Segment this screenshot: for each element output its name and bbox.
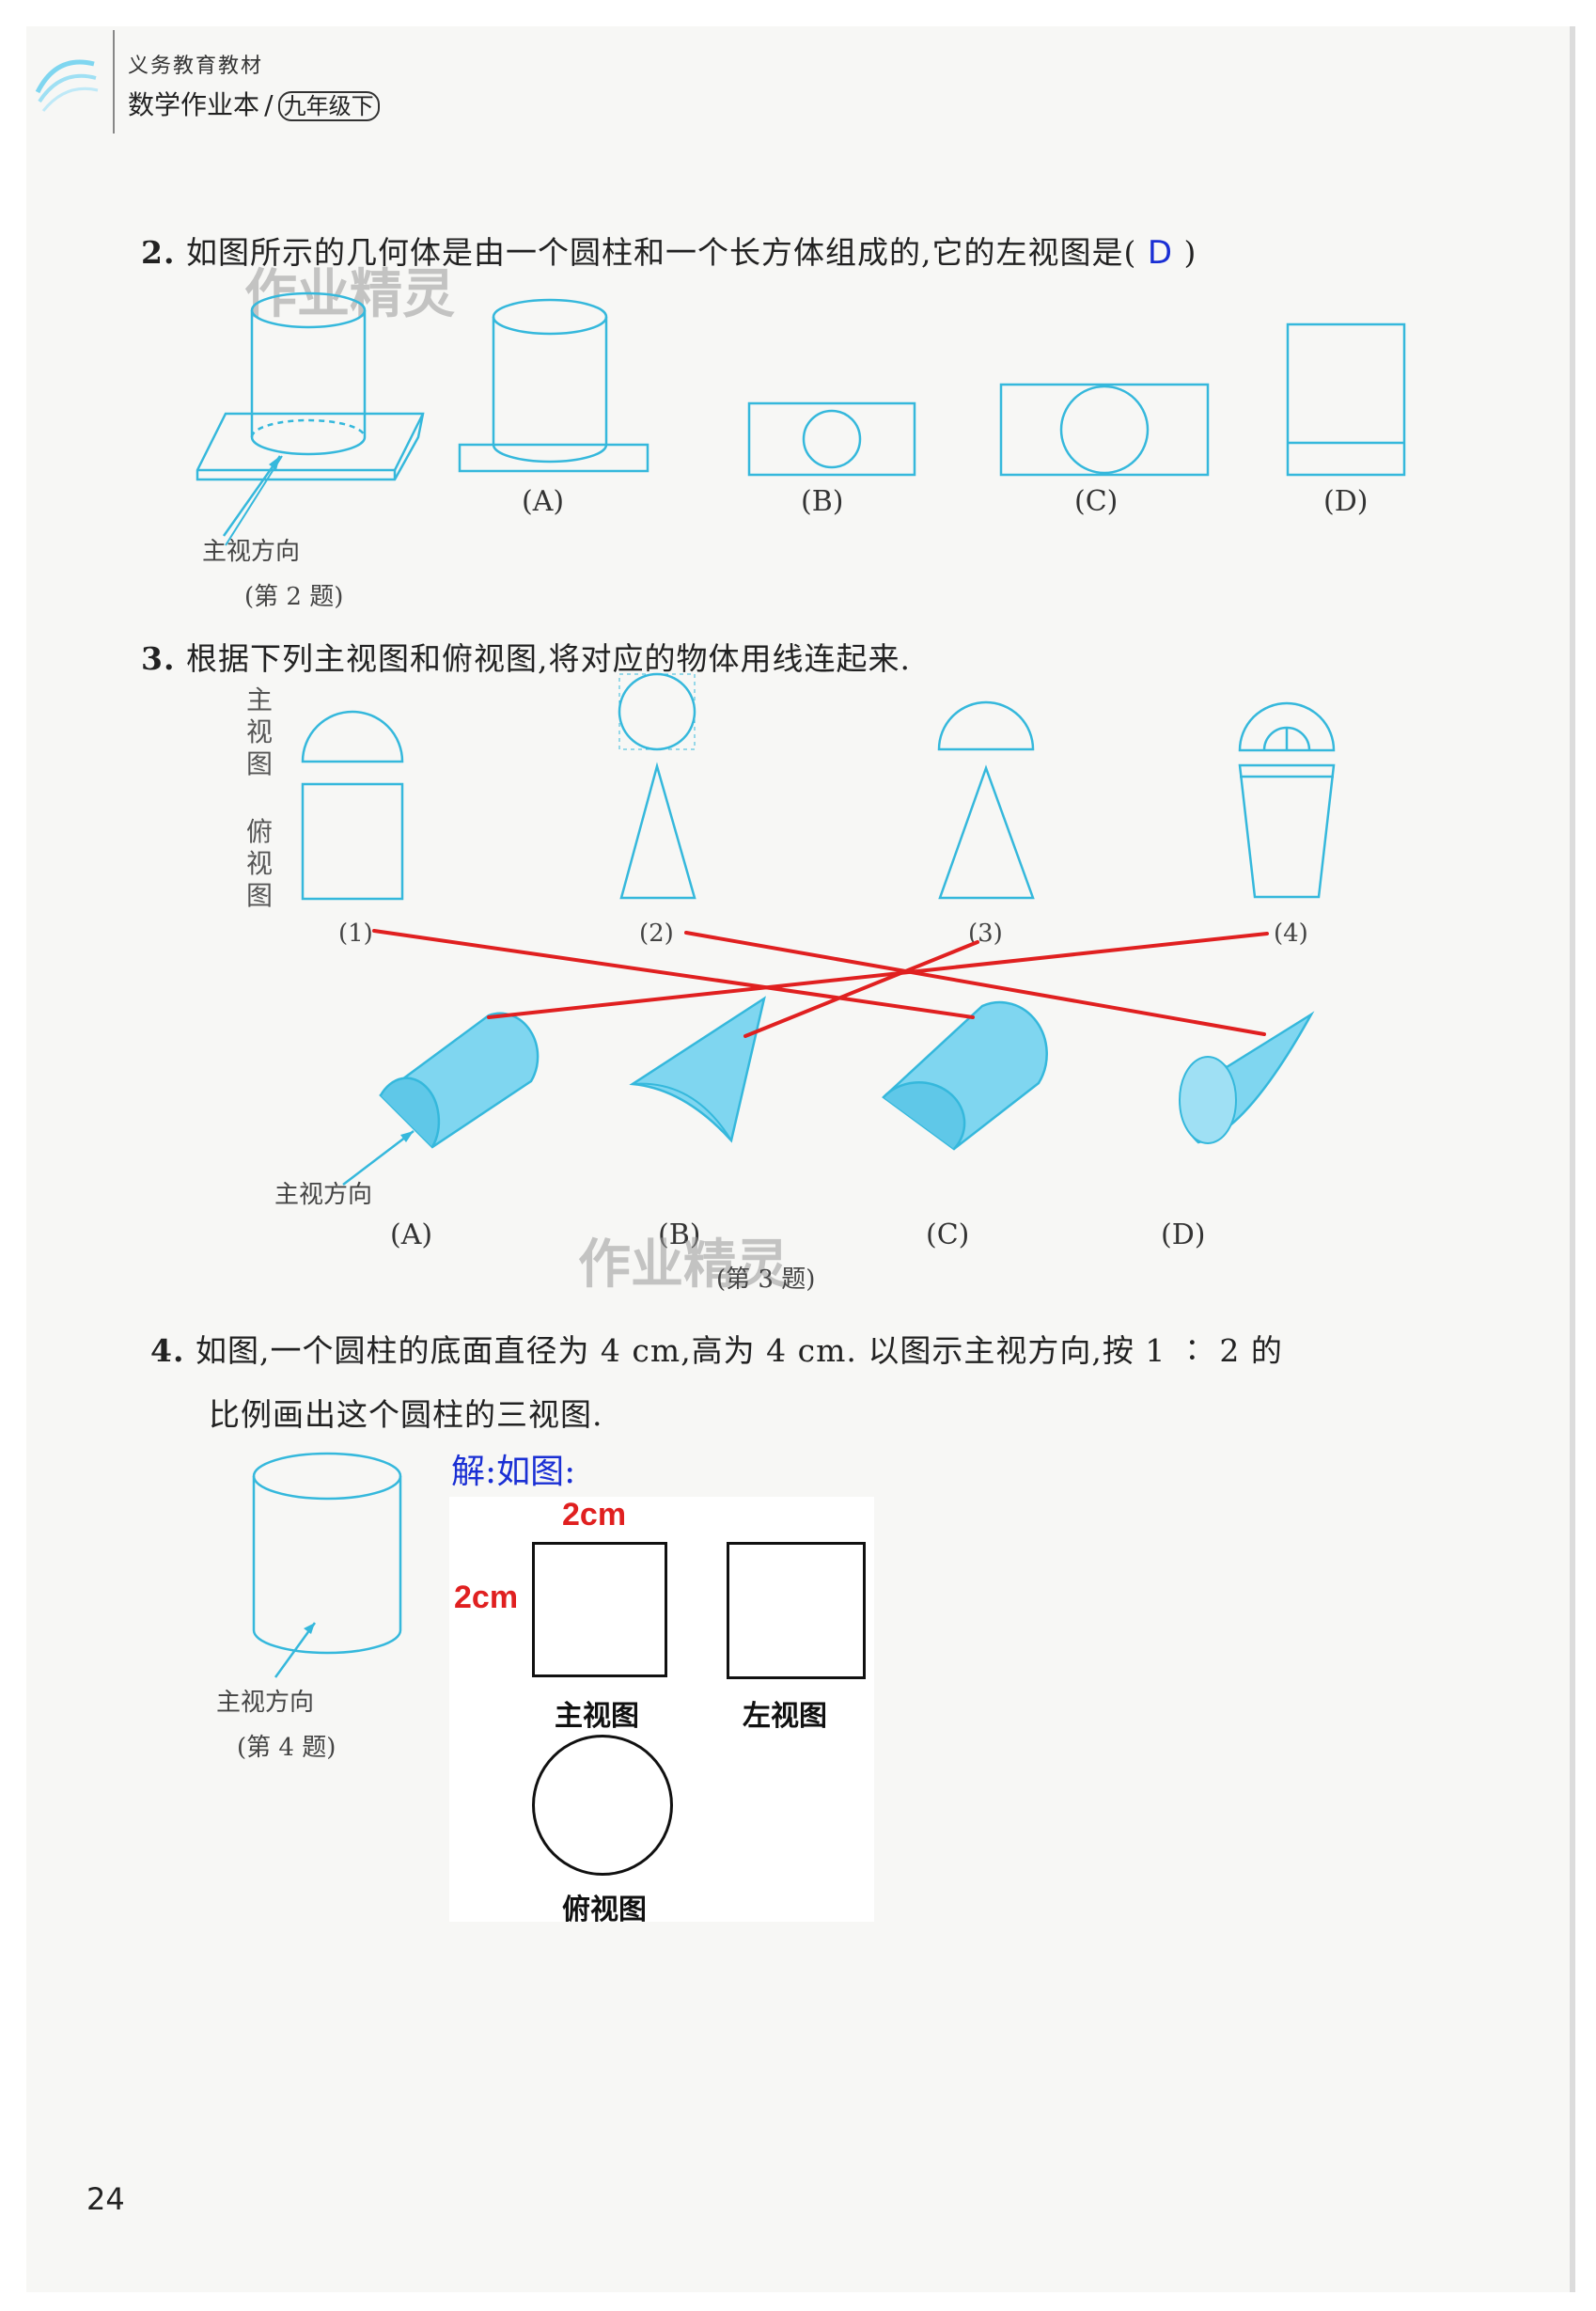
q2-text: 如图所示的几何体是由一个圆柱和一个长方体组成的,它的左视图是( bbox=[185, 234, 1137, 271]
q3-text: 根据下列主视图和俯视图,将对应的物体用线连起来. bbox=[185, 640, 911, 677]
match-line-3-b bbox=[743, 940, 979, 1038]
q2-direction-arrow-icon bbox=[222, 455, 282, 537]
publisher-logo-icon bbox=[35, 59, 99, 112]
q2-option-d-figure bbox=[1286, 322, 1406, 477]
q2-line: 2. 如图所示的几何体是由一个圆柱和一个长方体组成的,它的左视图是( D ) bbox=[141, 228, 1197, 273]
q4-solution-label: 解:如图: bbox=[451, 1453, 576, 1491]
q4-caption: (第 4 题) bbox=[237, 1734, 336, 1762]
q3-view-1-figure bbox=[301, 710, 404, 901]
q2-option-a-figure bbox=[458, 298, 649, 473]
q4-solution-panel bbox=[449, 1497, 874, 1922]
header-series: 义务教育教材 bbox=[128, 55, 264, 78]
q3-view-4-label: (4) bbox=[1274, 920, 1308, 948]
q3-object-a-label: (A) bbox=[390, 1218, 433, 1251]
q2-number: 2. bbox=[141, 234, 176, 271]
q4-text-1: 如图,一个圆柱的底面直径为 4 cm,高为 4 cm. 以图示主视方向,按 1 … bbox=[195, 1332, 1283, 1369]
q3-view-3-figure bbox=[937, 700, 1035, 900]
q3-top-view-label: 俯视图 bbox=[246, 816, 274, 911]
q3-view-2-figure bbox=[618, 672, 696, 900]
q2-option-a-label: (A) bbox=[522, 485, 565, 518]
q4-width-label: 2cm bbox=[562, 1497, 627, 1533]
header-divider bbox=[113, 30, 115, 134]
q2-solid-figure bbox=[196, 291, 425, 546]
q3-front-view-label: 主视图 bbox=[246, 684, 274, 779]
header-slash: / bbox=[264, 89, 274, 120]
q4-height-label: 2cm bbox=[454, 1580, 519, 1615]
page-number: 24 bbox=[86, 2181, 125, 2217]
q3-view-2-label: (2) bbox=[639, 920, 674, 948]
q4-front-view-label: 主视图 bbox=[555, 1700, 639, 1733]
q2-option-b-figure bbox=[747, 401, 916, 477]
header-title: 数学作业本 bbox=[128, 89, 260, 120]
q2-option-d-label: (D) bbox=[1323, 485, 1369, 518]
q4-number: 4. bbox=[150, 1332, 185, 1369]
q3-object-b-label: (B) bbox=[658, 1218, 701, 1251]
q3-line: 3. 根据下列主视图和俯视图,将对应的物体用线连起来. bbox=[141, 634, 911, 679]
q4-text-2: 比例画出这个圆柱的三视图. bbox=[209, 1396, 603, 1433]
q2-option-b-label: (B) bbox=[801, 485, 844, 518]
q4-front-view-square bbox=[532, 1542, 667, 1677]
q3-number: 3. bbox=[141, 640, 176, 677]
q3-object-c-figure bbox=[882, 1000, 1048, 1151]
q2-close: ) bbox=[1183, 234, 1197, 271]
q3-direction-label: 主视方向 bbox=[274, 1181, 373, 1209]
header-grade: 九年级下 bbox=[277, 91, 380, 121]
q3-object-c-label: (C) bbox=[926, 1218, 970, 1251]
q4-direction-label: 主视方向 bbox=[216, 1689, 315, 1717]
watermark-2: 作业精灵 bbox=[578, 1234, 789, 1296]
q2-option-c-figure bbox=[999, 383, 1210, 477]
q2-answer: D bbox=[1147, 234, 1174, 272]
match-line-2-d bbox=[684, 931, 1266, 1036]
q3-object-d-label: (D) bbox=[1161, 1218, 1206, 1251]
q2-direction-label: 主视方向 bbox=[202, 538, 301, 566]
q2-caption: (第 2 题) bbox=[244, 583, 344, 611]
q4-top-view-label: 俯视图 bbox=[562, 1894, 647, 1926]
q4-direction-arrow-icon bbox=[274, 1622, 317, 1678]
q3-object-b-figure bbox=[629, 996, 766, 1143]
match-line-4-a bbox=[487, 932, 1269, 1019]
q3-direction-arrow-icon bbox=[342, 1130, 415, 1186]
q4-left-view-label: 左视图 bbox=[743, 1700, 827, 1733]
q4-cylinder-figure bbox=[252, 1452, 402, 1655]
q3-view-1-label: (1) bbox=[338, 920, 373, 948]
q3-object-d-figure bbox=[1179, 1011, 1315, 1144]
header-title-row: 数学作业本 / 九年级下 bbox=[128, 85, 380, 122]
q4-line-1: 4. 如图,一个圆柱的底面直径为 4 cm,高为 4 cm. 以图示主视方向,按… bbox=[150, 1326, 1283, 1371]
q4-top-view-circle bbox=[532, 1735, 673, 1876]
q3-object-a-figure bbox=[379, 1012, 540, 1149]
q3-view-4-figure bbox=[1238, 701, 1336, 899]
q3-caption: (第 3 题) bbox=[716, 1266, 816, 1294]
q4-left-view-square bbox=[727, 1542, 866, 1679]
q2-option-c-label: (C) bbox=[1074, 485, 1119, 518]
match-line-1-c bbox=[372, 929, 975, 1019]
